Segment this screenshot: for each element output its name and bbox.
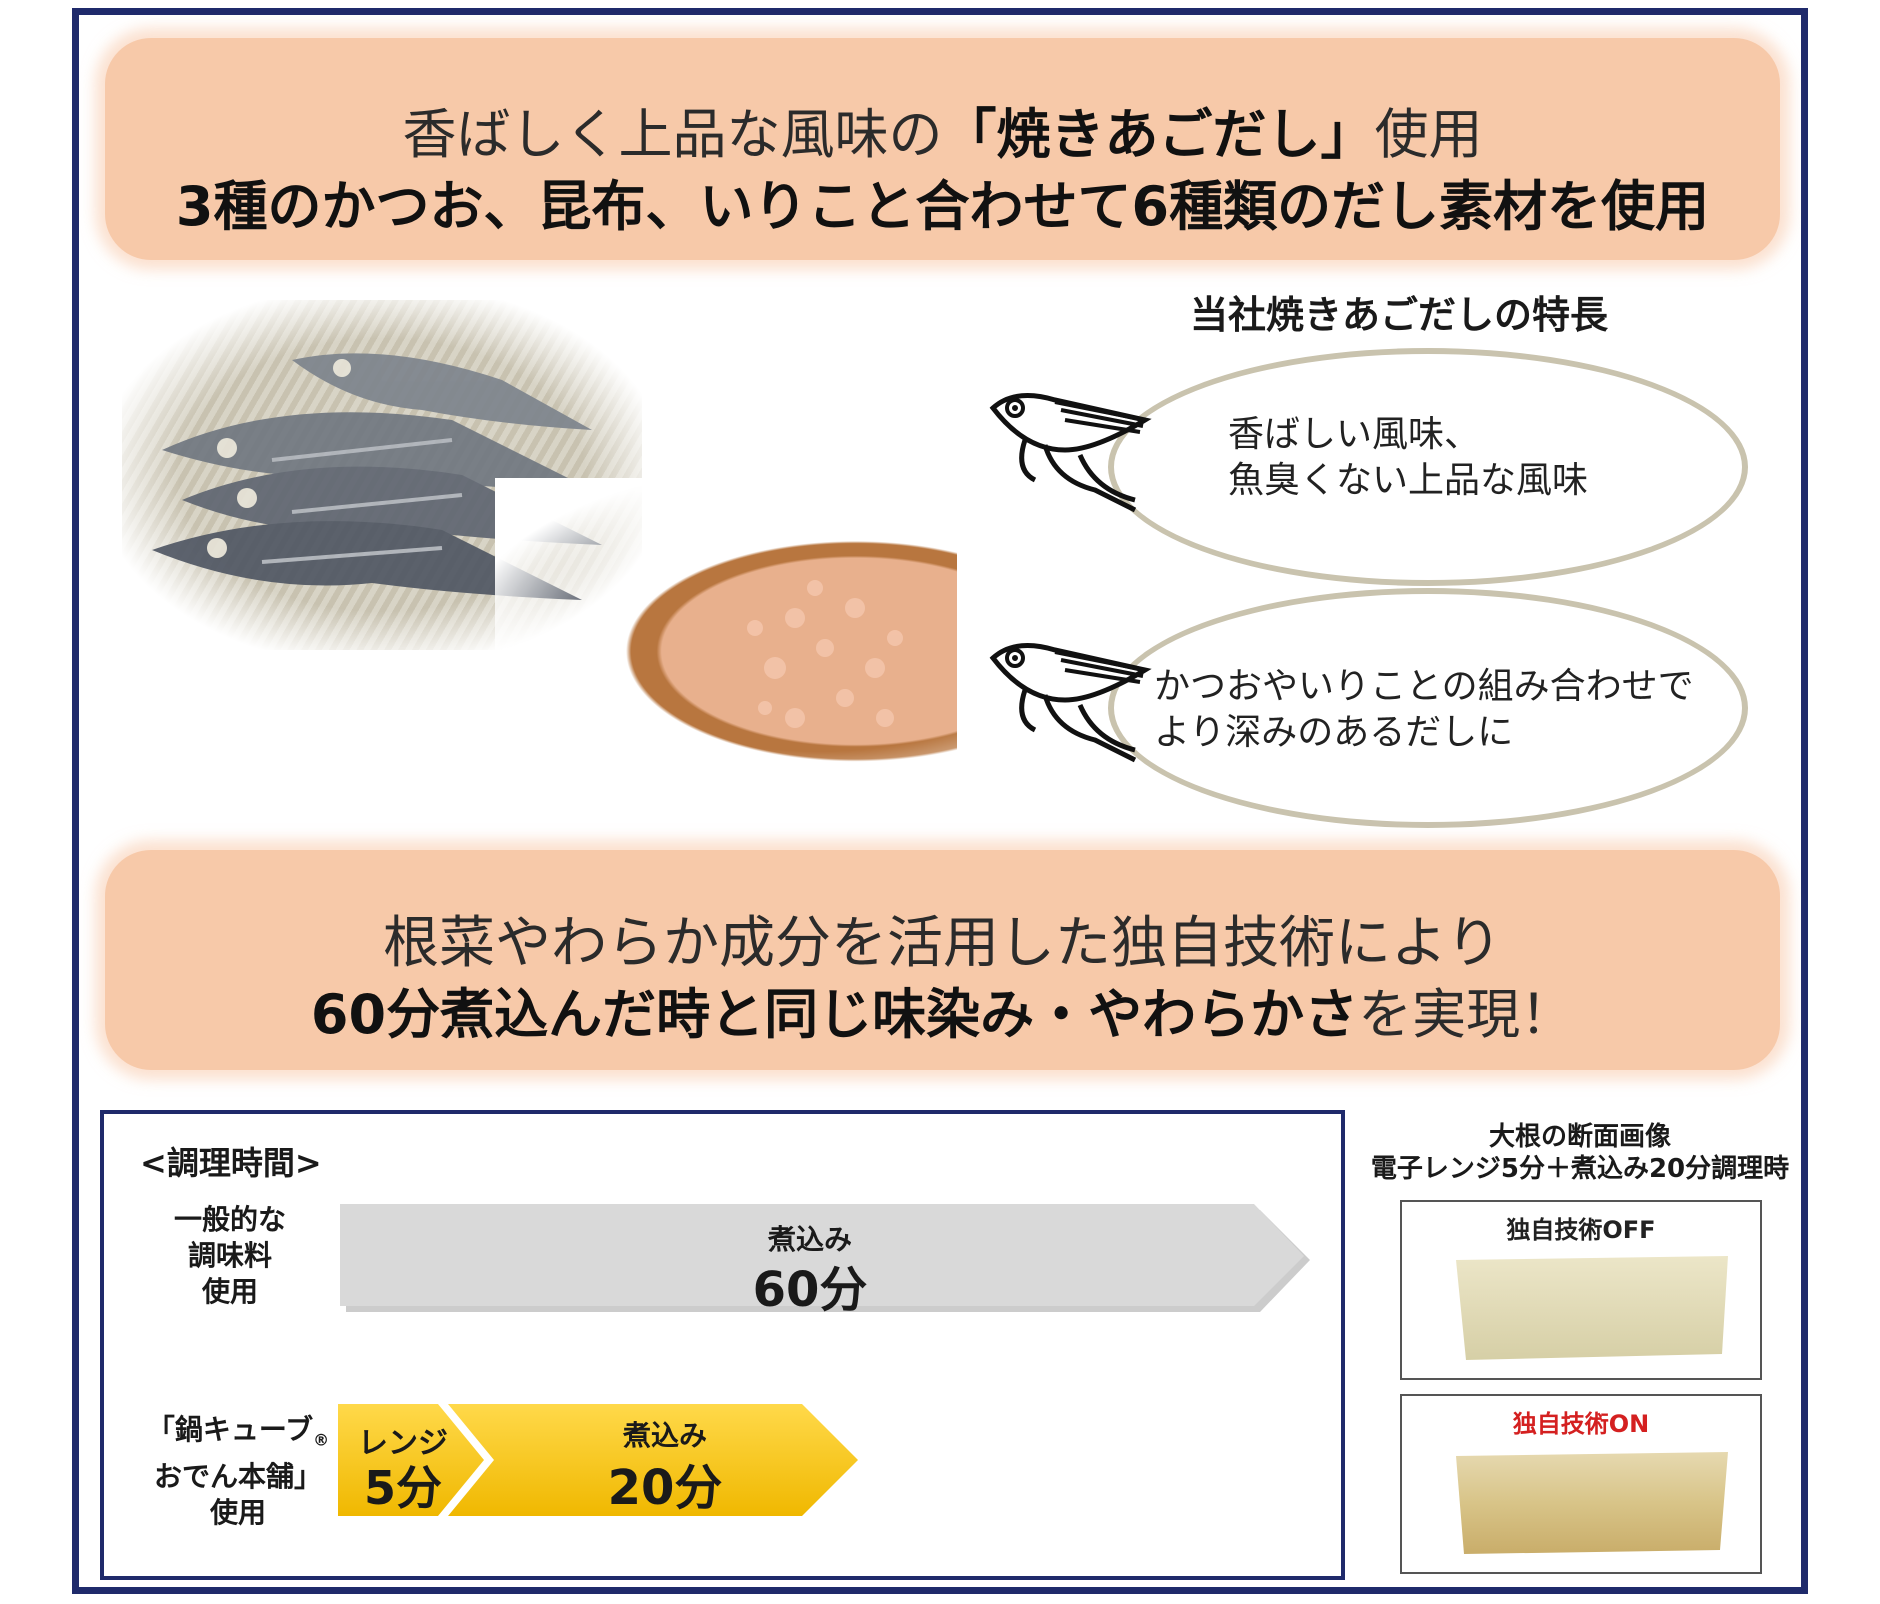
row2-label-line3: 使用 bbox=[209, 1495, 266, 1529]
row1-label-line1: 一般的な bbox=[173, 1203, 286, 1236]
feature-1-text: 香ばしい風味、 魚臭くない上品な風味 bbox=[1228, 412, 1588, 504]
row2-step1-label: レンジ bbox=[358, 1426, 448, 1461]
middle-banner-line1: 根菜やわらか成分を活用した独自技術により bbox=[383, 911, 1502, 976]
tech-off-label: 独自技術OFF bbox=[1506, 1216, 1656, 1244]
top-banner-text-pre: 香ばしく上品な風味の bbox=[402, 103, 943, 166]
radish-off-image bbox=[1456, 1256, 1728, 1360]
feature-1-line1: 香ばしい風味、 bbox=[1228, 414, 1481, 455]
row2-step2-label: 煮込み bbox=[622, 1419, 707, 1452]
feature-bubble-1 bbox=[1108, 348, 1748, 586]
tech-on-label: 独自技術ON bbox=[1512, 1410, 1650, 1438]
top-banner-line1: 香ばしく上品な風味の「焼きあごだし」使用 bbox=[105, 90, 1780, 169]
microwave-simmer-arrow bbox=[338, 1404, 858, 1516]
top-banner-line2: 3種のかつお、昆布、いりこと合わせて6種類のだし素材を使用 bbox=[175, 175, 1710, 238]
registered-mark: ® bbox=[313, 1430, 330, 1450]
cooking-time-title: <調理時間> bbox=[140, 1144, 322, 1182]
radish-off-panel: 独自技術OFF bbox=[1400, 1200, 1762, 1380]
top-banner: 香ばしく上品な風味の「焼きあごだし」使用 3種のかつお、昆布、いりこと合わせて6… bbox=[105, 38, 1780, 260]
radish-on-image bbox=[1456, 1452, 1728, 1554]
middle-banner-line2: 60分煮込んだ時と同じ味染み・やわらかさを実現！ bbox=[105, 970, 1780, 1049]
row2-label: 「鍋キューブ® おでん本舗」 使用 bbox=[138, 1412, 338, 1531]
top-banner-text-post: 使用 bbox=[1374, 103, 1483, 166]
row2-step2-value: 20分 bbox=[607, 1460, 723, 1516]
row2-label-line2: おでん本舗」 bbox=[153, 1459, 322, 1493]
top-banner-text-bold: 「焼きあごだし」 bbox=[942, 103, 1375, 166]
flying-fish-icon bbox=[989, 393, 1152, 513]
feature-2-text: かつおやいりことの組み合わせで より深みのあるだしに bbox=[1154, 664, 1694, 756]
middle-banner-post: を実現！ bbox=[1358, 983, 1575, 1046]
radish-title-line1: 大根の断面画像 bbox=[1488, 1122, 1671, 1152]
middle-banner: 根菜やわらか成分を活用した独自技術により 60分煮込んだ時と同じ味染み・やわらか… bbox=[105, 850, 1780, 1070]
radish-title-line2: 電子レンジ5分＋煮込み20分調理時 bbox=[1370, 1154, 1790, 1184]
features-title: 当社焼きあごだしの特長 bbox=[1190, 293, 1609, 337]
simmer-60min-arrow bbox=[340, 1204, 1310, 1312]
radish-on-panel: 独自技術ON bbox=[1400, 1394, 1762, 1574]
row1-label-line2: 調味料 bbox=[187, 1239, 272, 1272]
row1-step-value: 60分 bbox=[752, 1262, 868, 1318]
bonito-flakes-bowl-photo bbox=[495, 478, 957, 793]
feature-2-line2: より深みのあるだしに bbox=[1154, 712, 1514, 753]
flying-fish-icon bbox=[989, 643, 1152, 763]
middle-banner-bold: 60分煮込んだ時と同じ味染み・やわらかさ bbox=[310, 983, 1359, 1046]
feature-2-line1: かつおやいりことの組み合わせで bbox=[1154, 666, 1694, 707]
row2-label-line1: 「鍋キューブ bbox=[146, 1413, 314, 1446]
row2-step1-value: 5分 bbox=[363, 1461, 442, 1515]
row1-label: 一般的な 調味料 使用 bbox=[150, 1202, 310, 1310]
feature-bubble-2 bbox=[1108, 588, 1748, 828]
row1-label-line3: 使用 bbox=[201, 1275, 258, 1308]
feature-1-line2: 魚臭くない上品な風味 bbox=[1228, 460, 1589, 501]
row1-step-label: 煮込み bbox=[767, 1223, 852, 1256]
